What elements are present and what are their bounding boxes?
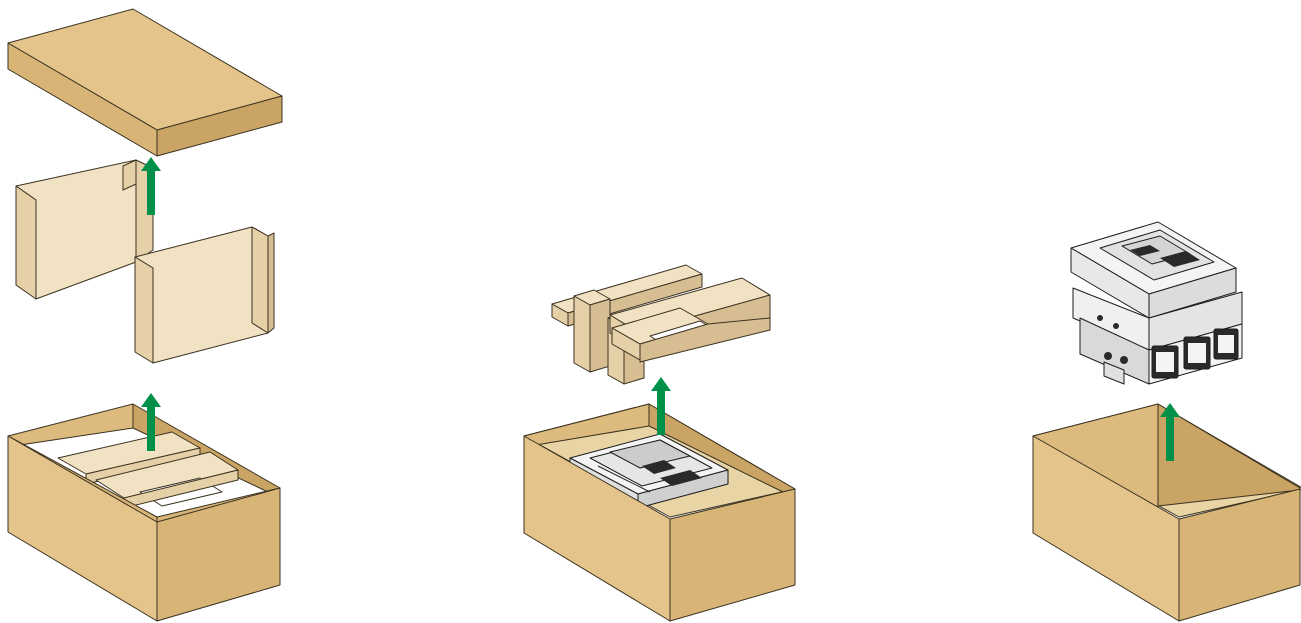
top-insert-frame-icon	[552, 265, 770, 384]
circuit-breaker-icon	[1071, 222, 1242, 384]
side-insert-icon	[16, 160, 153, 299]
open-box-with-device-icon	[524, 404, 795, 621]
step-1	[8, 9, 282, 621]
step-2	[524, 265, 795, 621]
box-lid-icon	[8, 9, 282, 156]
open-box-icon	[8, 404, 280, 621]
step-3	[1033, 222, 1301, 621]
side-insert-icon	[135, 227, 274, 363]
